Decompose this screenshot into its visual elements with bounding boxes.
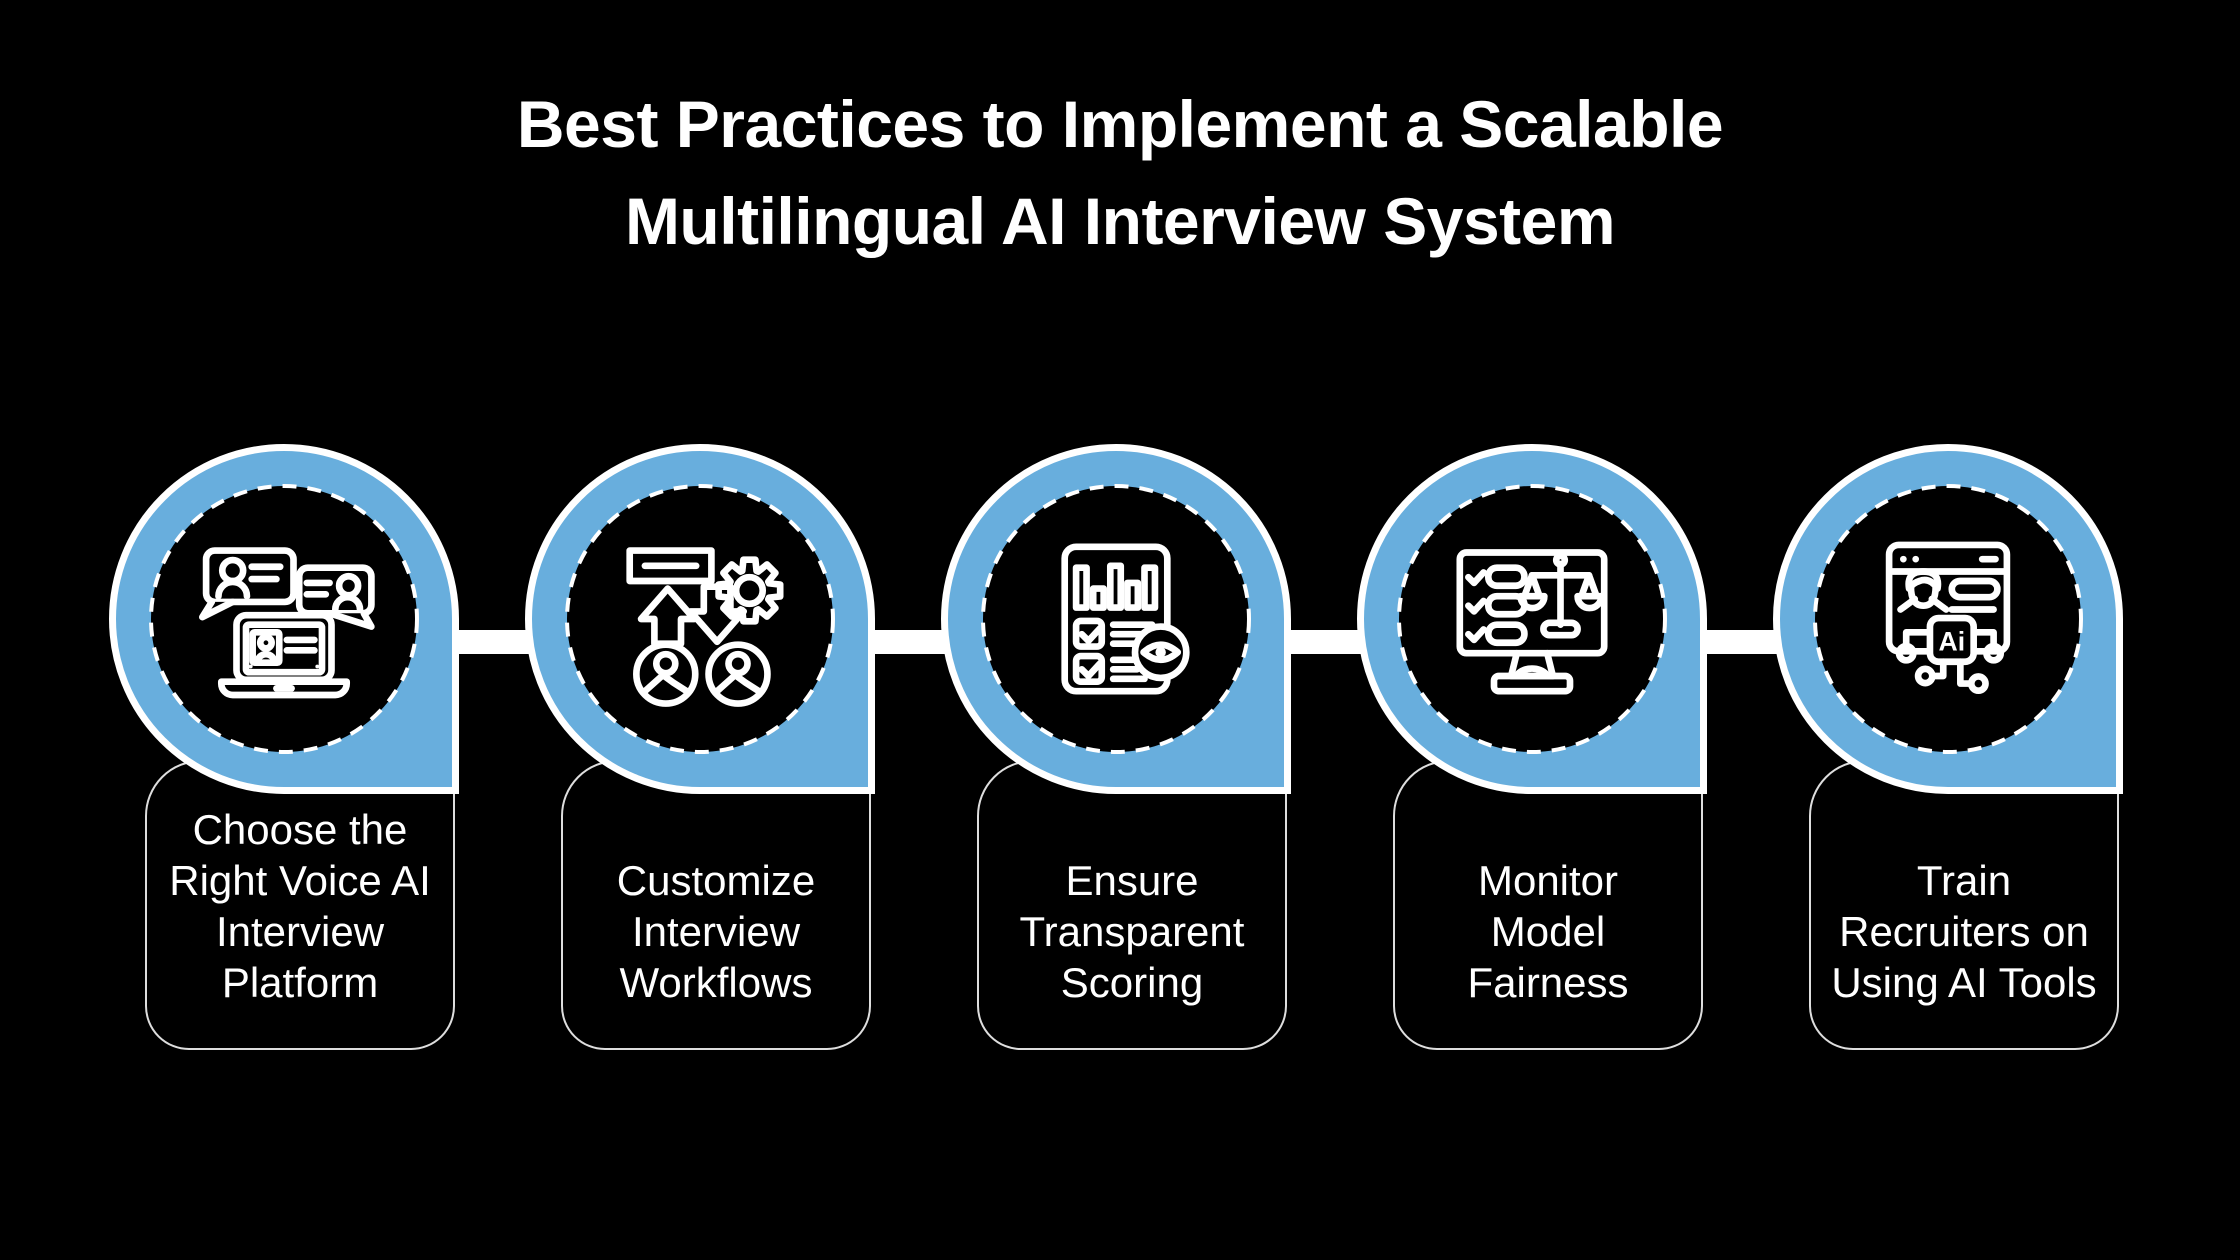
step-1-card: Choose the Right Voice AI Interview Plat… <box>145 760 455 1050</box>
fairness-scale-monitor-icon <box>1397 484 1667 754</box>
step-3: Ensure Transparent Scoring <box>908 0 1324 1260</box>
scorecard-eye-icon <box>981 484 1251 754</box>
step-5-card: Train Recruiters on Using AI Tools <box>1809 760 2119 1050</box>
dashed-circle <box>981 484 1251 754</box>
interview-workflow-gear-icon <box>565 484 835 754</box>
page-title: Best Practices to Implement a Scalable M… <box>0 76 2240 270</box>
step-4-card: Monitor Model Fairness <box>1393 760 1703 1050</box>
step-2-card: Customize Interview Workflows <box>561 760 871 1050</box>
step-4: Monitor Model Fairness <box>1324 0 1740 1260</box>
step-2-badge <box>525 444 875 794</box>
step-1-label: Choose the Right Voice AI Interview Plat… <box>169 806 431 1006</box>
page-title-line-2: Multilingual AI Interview System <box>624 184 1616 258</box>
dashed-circle <box>1397 484 1667 754</box>
ai-chip-label: Ai <box>1939 626 1966 656</box>
step-4-badge <box>1357 444 1707 794</box>
step-2-label: Customize Interview Workflows <box>616 857 816 1006</box>
step-2: Customize Interview Workflows <box>492 0 908 1260</box>
dashed-circle <box>149 484 419 754</box>
voice-ai-interview-platform-icon <box>149 484 419 754</box>
ai-chip-browser-icon: Ai <box>1813 484 2083 754</box>
step-5: Train Recruiters on Using AI Tools <box>1740 0 2156 1260</box>
page-title-line-1: Best Practices to Implement a Scalable <box>516 87 1724 161</box>
step-3-badge <box>941 444 1291 794</box>
step-5-label: Train Recruiters on Using AI Tools <box>1831 857 2097 1006</box>
step-3-card: Ensure Transparent Scoring <box>977 760 1287 1050</box>
step-1: Choose the Right Voice AI Interview Plat… <box>76 0 492 1260</box>
step-3-label: Ensure Transparent Scoring <box>1019 857 1245 1006</box>
step-1-badge <box>109 444 459 794</box>
step-4-label: Monitor Model Fairness <box>1467 857 1629 1006</box>
step-5-badge: Ai <box>1773 444 2123 794</box>
